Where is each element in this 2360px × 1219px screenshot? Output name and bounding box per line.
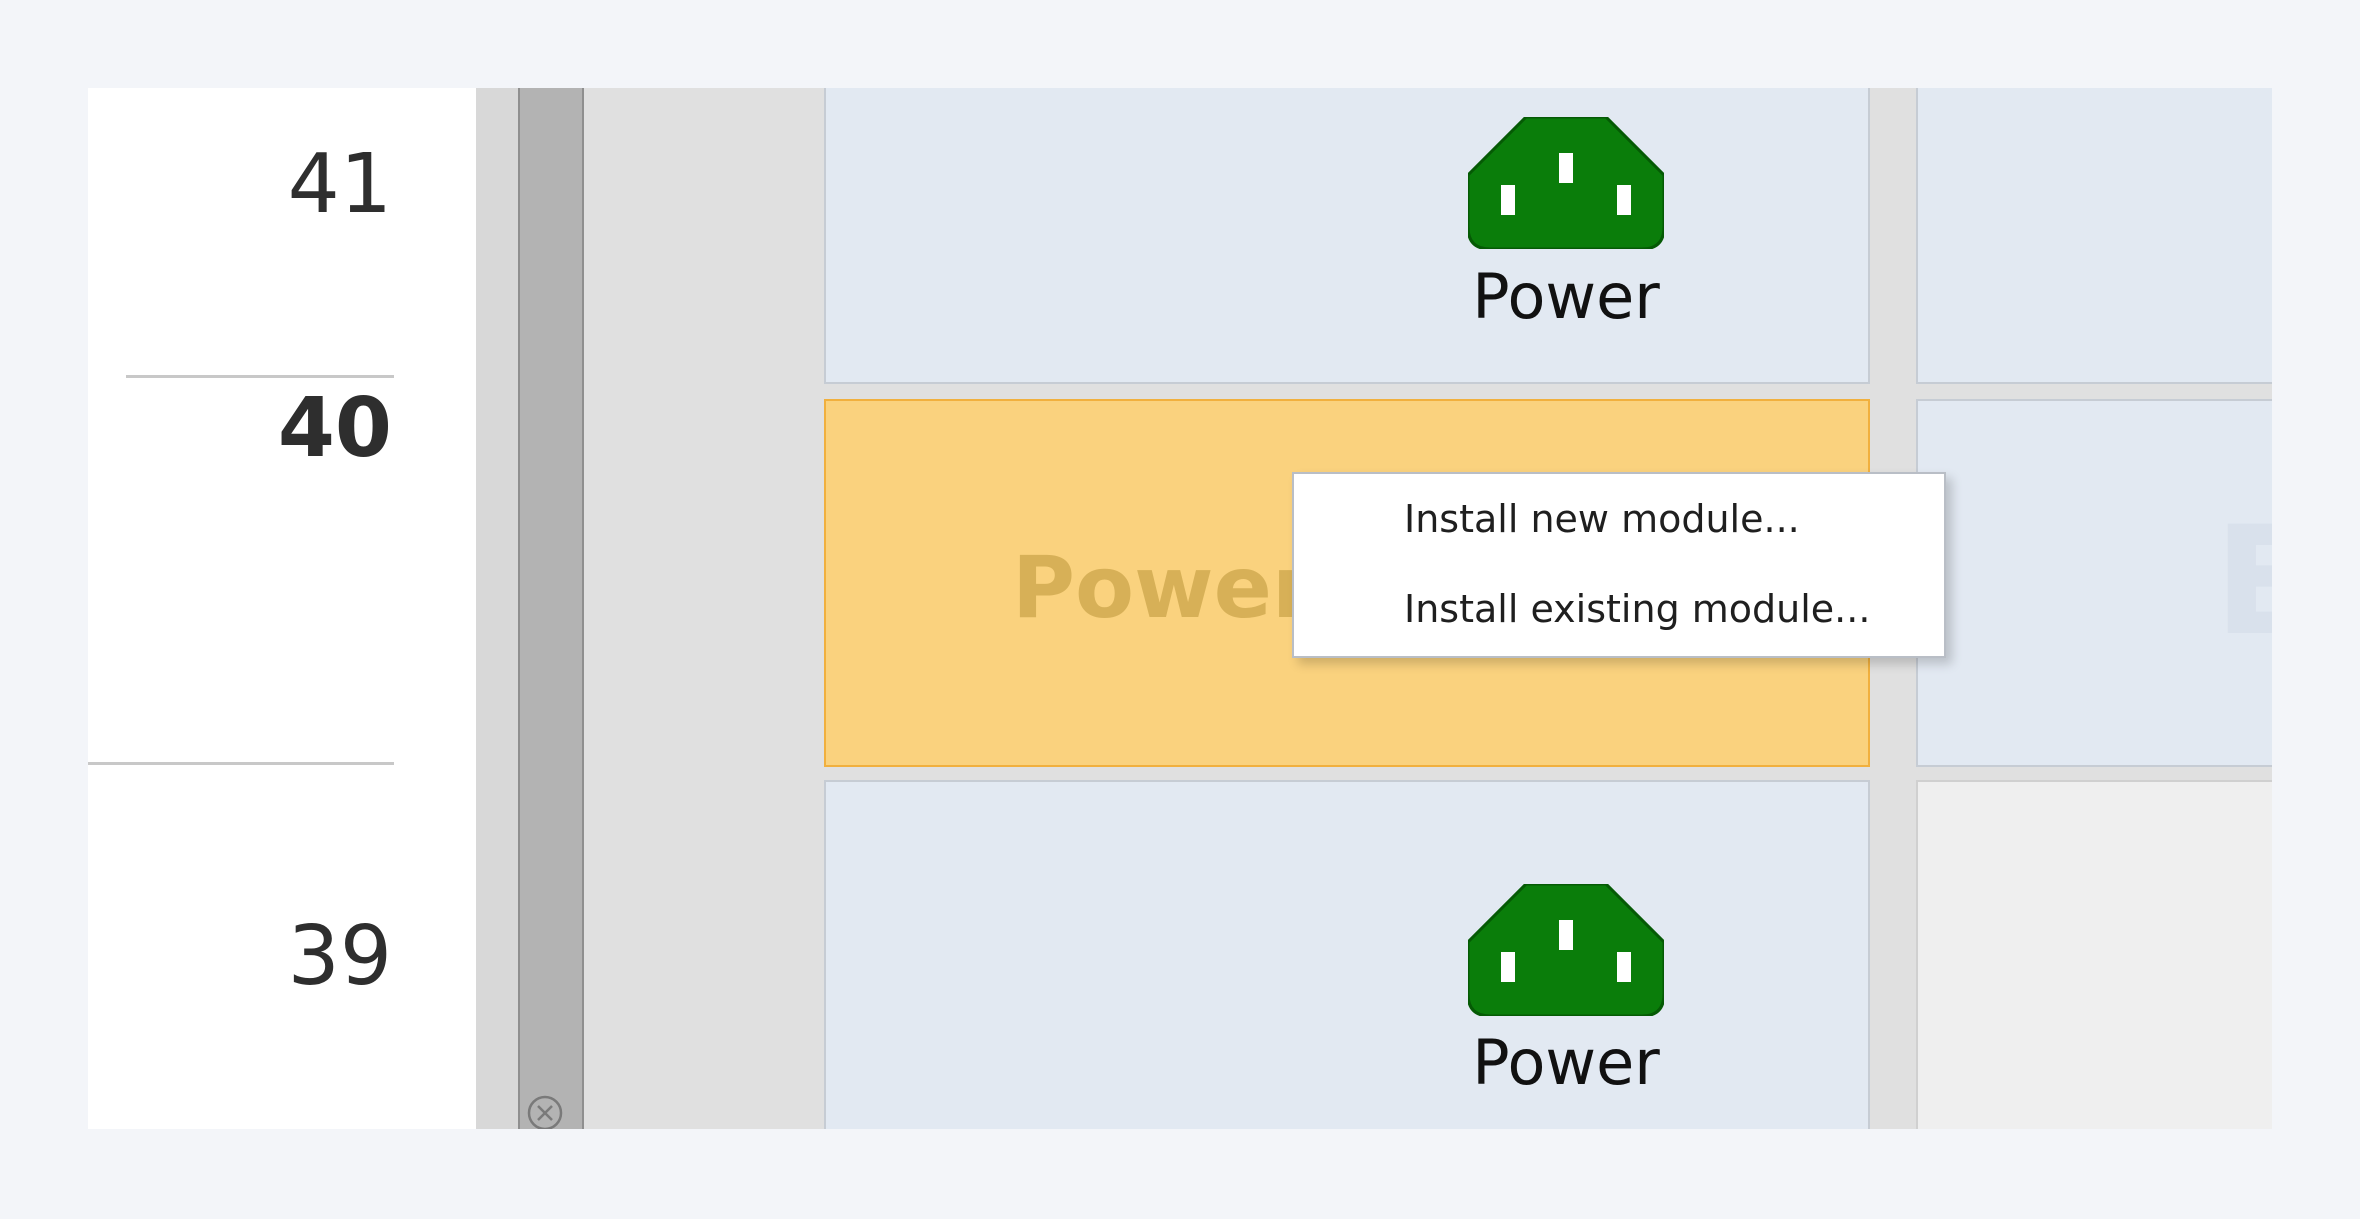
slot-row40-side[interactable]: E	[1916, 399, 2272, 767]
slot-row41-main[interactable]: Power	[824, 88, 1870, 384]
slot-row39-main[interactable]: Power	[824, 780, 1870, 1129]
slot-ghost-label: Power	[1012, 538, 1315, 638]
row-divider	[88, 762, 394, 765]
row-number-39: 39	[287, 909, 392, 1004]
slot-row41-side[interactable]	[1916, 88, 2272, 384]
row-divider	[126, 375, 394, 378]
row-number-column: 41 40 39	[88, 88, 476, 1129]
row-number-40: 40	[277, 381, 392, 476]
slot-row39-side[interactable]	[1916, 780, 2272, 1129]
context-menu: Install new module... Install existing m…	[1292, 472, 1946, 658]
slot-label: Power	[1472, 1026, 1660, 1099]
rack-view: 41 40 39 Power Power E	[88, 88, 2272, 1129]
menu-item-install-existing-module[interactable]: Install existing module...	[1404, 587, 1871, 631]
remove-circle-icon[interactable]	[526, 1094, 564, 1129]
power-plug-icon	[1468, 884, 1664, 1016]
gutter	[476, 88, 518, 1129]
menu-item-install-new-module[interactable]: Install new module...	[1404, 497, 1800, 541]
slot-ghost-letter: E	[2214, 495, 2272, 669]
rack-rail[interactable]	[518, 88, 584, 1129]
power-plug-icon	[1468, 117, 1664, 249]
row-number-41: 41	[287, 137, 392, 232]
slot-label: Power	[1472, 260, 1660, 333]
